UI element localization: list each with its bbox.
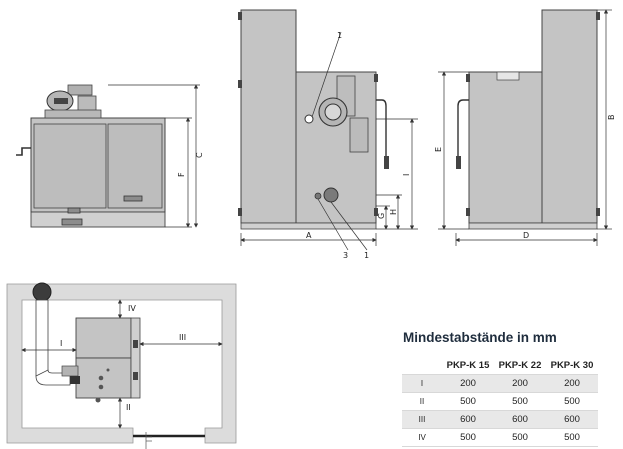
table-header-pkp-k30: PKP-K 30: [546, 357, 598, 375]
chimney: [32, 282, 52, 302]
table-row: I 200 200 200: [402, 374, 598, 393]
cable-back: [457, 99, 469, 158]
cable-side: [376, 99, 387, 158]
dim-label-h: H: [389, 209, 398, 215]
boiler-plan: [75, 357, 132, 399]
table-cell: 500: [494, 428, 546, 447]
storage-hopper: [240, 9, 297, 224]
side-view: 1 I G H A 3 1: [238, 9, 418, 260]
table-cell: 600: [494, 410, 546, 429]
feed-unit: [67, 84, 93, 96]
dim-label-e: E: [434, 147, 443, 152]
table-header-corner: [402, 357, 442, 375]
clearance-label-ii: II: [126, 403, 131, 412]
dim-label-b: B: [607, 115, 616, 121]
dim-label-g: G: [377, 213, 386, 219]
sensor-pipe: [16, 147, 31, 156]
fan-duct: [349, 117, 369, 153]
table-cell: 600: [442, 410, 494, 429]
drain-connection: [314, 192, 322, 200]
room-plan: IV III I II: [6, 282, 237, 449]
dim-label-c: C: [195, 152, 204, 158]
flue-pipe: [35, 299, 49, 377]
dim-label-f: F: [177, 172, 186, 177]
table-cell: 500: [494, 392, 546, 411]
table-cell: 200: [546, 374, 598, 393]
table-header-pkp-k15: PKP-K 15: [442, 357, 494, 375]
leader-1-bottom: [330, 201, 368, 251]
burner-flange: [44, 109, 102, 119]
right-door: [107, 123, 163, 209]
table-header-row: PKP-K 15 PKP-K 22 PKP-K 30: [402, 357, 598, 375]
leader-3: [317, 198, 349, 251]
table-row: II 500 500 500: [402, 392, 598, 411]
table-cell: 500: [546, 428, 598, 447]
table-cell: 200: [494, 374, 546, 393]
table-header-pkp-k22: PKP-K 22: [494, 357, 546, 375]
base-plinth: [30, 211, 166, 228]
back-view: E B D: [434, 9, 616, 246]
row-label: III: [402, 410, 442, 429]
burner-housing: [77, 95, 97, 113]
burner-window: [54, 98, 68, 104]
dim-label-d: D: [523, 231, 529, 240]
clearance-label-iii: III: [179, 333, 186, 342]
drawer-grip: [67, 207, 81, 214]
row-label: I: [402, 374, 442, 393]
callout-1-bottom: 1: [364, 251, 369, 260]
front-view: C F: [16, 84, 204, 228]
clearance-label-iv: IV: [128, 304, 136, 313]
row-label: IV: [402, 428, 442, 447]
boiler-back: [468, 71, 543, 224]
table-cell: 500: [442, 392, 494, 411]
burner-plan: [61, 365, 79, 377]
row-label: II: [402, 392, 442, 411]
room-walls: [6, 283, 237, 444]
dim-label-i: I: [402, 174, 411, 176]
flue-outlet-back: [496, 71, 520, 81]
return-connection: [323, 187, 339, 203]
callout-3: 3: [343, 251, 348, 260]
door-handle: [123, 195, 143, 202]
table-row: IV 500 500 500: [402, 428, 598, 447]
table-cell: 200: [442, 374, 494, 393]
table-cell: 500: [442, 428, 494, 447]
back-base: [468, 222, 598, 230]
side-base: [240, 222, 377, 230]
side-panel-plan: [130, 317, 141, 399]
dim-label-a: A: [306, 231, 312, 240]
left-panel: [33, 123, 107, 209]
callout-1-top: 1: [337, 31, 342, 40]
table-title: Mindestabstände in mm: [403, 330, 557, 345]
leader-1-top: [311, 31, 342, 118]
ash-drawer: [61, 218, 83, 226]
table-cell: 500: [546, 392, 598, 411]
hopper-back: [541, 9, 598, 224]
flow-connection: [304, 114, 314, 124]
table-row: III 600 600 600: [402, 410, 598, 429]
clearance-table: PKP-K 15 PKP-K 22 PKP-K 30 I 200 200 200…: [402, 357, 598, 447]
clearance-label-i: I: [60, 339, 62, 348]
hopper-plan: [75, 317, 132, 359]
table-cell: 600: [546, 410, 598, 429]
